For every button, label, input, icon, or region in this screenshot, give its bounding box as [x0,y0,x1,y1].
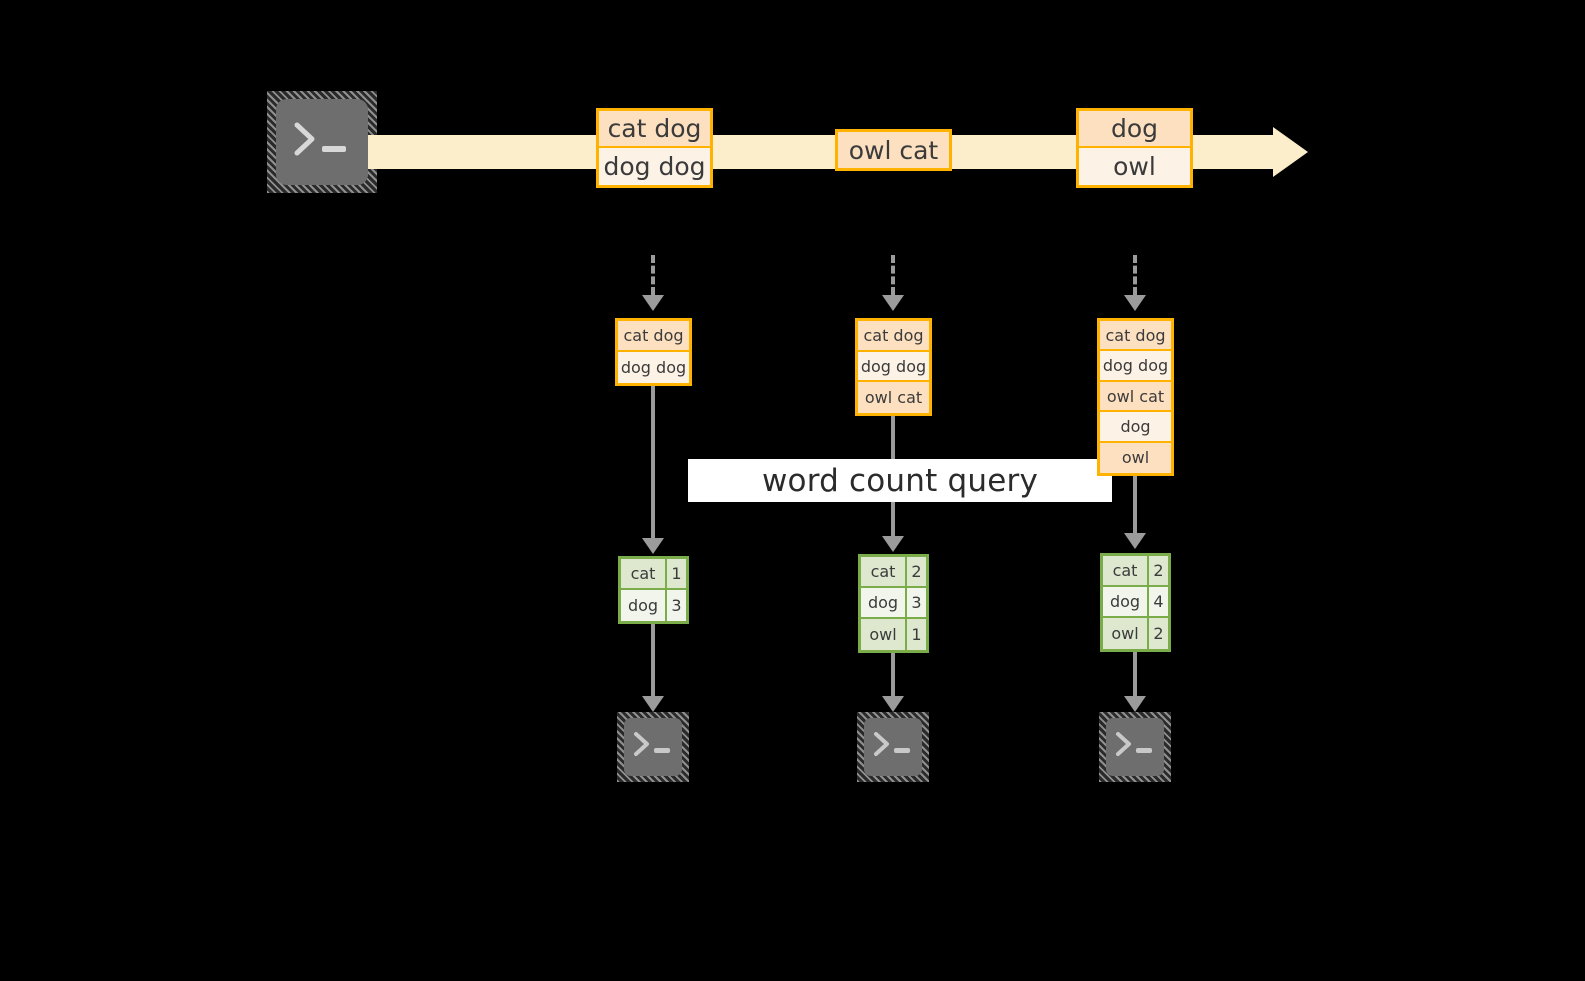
result-count: 1 [907,619,926,650]
buffer-line: dog dog [1100,351,1171,382]
stream-line: cat dog [599,111,710,149]
query-flow-line-3 [1133,476,1137,533]
stream-line: owl cat [838,132,949,168]
sink-terminal-icon-3 [1099,712,1171,782]
result-word: cat [621,559,667,588]
buffer-line: owl cat [858,382,929,413]
buffer-line: cat dog [1100,321,1171,352]
stream-record-group-1: cat dog dog dog [596,108,713,188]
snapshot-buffer-2: cat dog dog dog owl cat [855,318,932,416]
result-count: 2 [1149,556,1168,585]
terminal-prompt-glyph [1116,732,1152,756]
result-word: cat [861,557,907,586]
result-row: dog 3 [861,588,926,619]
snapshot-tap-line-3 [1133,255,1137,295]
result-row: dog 3 [621,590,686,621]
sink-terminal-icon-1 [617,712,689,782]
result-count: 3 [667,590,686,621]
terminal-prompt-glyph [294,122,346,156]
snapshot-tap-line-1 [651,255,655,295]
snapshot-tap-arrowhead-3 [1124,295,1146,311]
result-count: 2 [1149,618,1168,649]
buffer-line: dog dog [618,352,689,383]
result-table-1: cat 1 dog 3 [618,556,689,624]
result-table-2: cat 2 dog 3 owl 1 [858,554,929,653]
query-flow-arrowhead-2 [882,536,904,552]
snapshot-tap-arrowhead-2 [882,295,904,311]
stream-record-group-3: dog owl [1076,108,1193,188]
buffer-line: dog dog [858,351,929,383]
sink-terminal-icon-2 [857,712,929,782]
result-word: dog [621,590,667,621]
query-banner: word count query [688,459,1112,502]
sink-flow-line-2 [891,653,895,696]
result-table-3: cat 2 dog 4 owl 2 [1100,553,1171,652]
stream-line: dog dog [599,148,710,185]
result-word: cat [1103,556,1149,585]
sink-flow-line-3 [1133,652,1137,696]
result-word: owl [861,619,907,650]
query-flow-arrowhead-1 [642,538,664,554]
snapshot-tap-line-2 [891,255,895,295]
result-row: dog 4 [1103,587,1168,618]
terminal-prompt-glyph [874,732,910,756]
buffer-line: owl [1100,442,1171,473]
stream-line: dog [1079,111,1190,149]
query-flow-line-1 [651,386,655,538]
terminal-prompt-glyph [634,732,670,756]
result-word: dog [861,588,907,617]
sink-flow-line-1 [651,624,655,696]
snapshot-buffer-1: cat dog dog dog [615,318,692,386]
source-terminal-icon [267,91,377,193]
snapshot-buffer-3: cat dog dog dog owl cat dog owl [1097,318,1174,476]
result-word: owl [1103,618,1149,649]
sink-flow-arrowhead-2 [882,696,904,712]
buffer-line: cat dog [858,321,929,352]
result-count: 4 [1149,587,1168,616]
result-count: 1 [667,559,686,588]
result-row: cat 2 [1103,556,1168,587]
stream-arrowhead [1273,127,1308,177]
result-count: 3 [907,588,926,617]
buffer-line: cat dog [618,321,689,352]
result-row: cat 1 [621,559,686,590]
sink-flow-arrowhead-3 [1124,696,1146,712]
result-row: owl 2 [1103,618,1168,649]
result-row: cat 2 [861,557,926,588]
stream-line: owl [1079,148,1190,185]
result-word: dog [1103,587,1149,616]
query-flow-arrowhead-3 [1124,533,1146,549]
query-banner-label: word count query [761,462,1039,499]
buffer-line: owl cat [1100,381,1171,413]
sink-flow-arrowhead-1 [642,696,664,712]
result-row: owl 1 [861,619,926,650]
result-count: 2 [907,557,926,586]
snapshot-tap-arrowhead-1 [642,295,664,311]
buffer-line: dog [1100,412,1171,443]
stream-record-group-2: owl cat [835,129,952,171]
